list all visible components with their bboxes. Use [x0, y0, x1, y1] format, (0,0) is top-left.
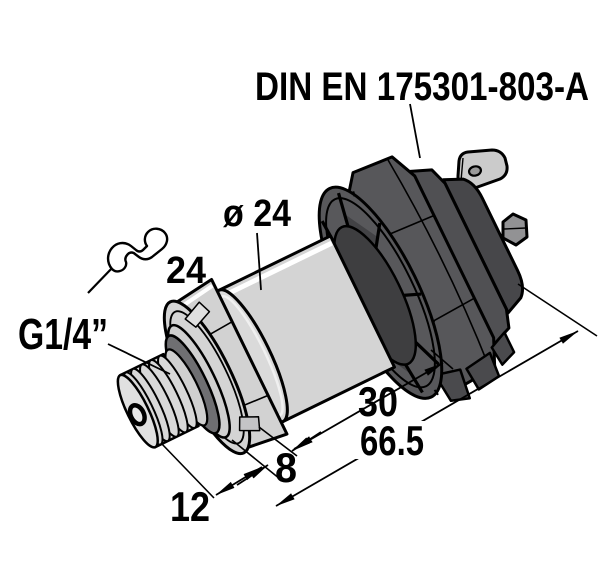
- body-diameter-label: ø 24: [223, 193, 291, 235]
- threaded-stud: [116, 352, 200, 449]
- terminal-hole: [467, 165, 483, 177]
- dim-hex-length-label: 8: [275, 444, 297, 491]
- leader-connector-standard: [409, 103, 421, 159]
- connector-back-cap: [408, 168, 525, 346]
- dim-body-length-label: 30: [358, 378, 398, 425]
- side-terminal: [501, 212, 529, 247]
- dim-thread-length-label: 12: [170, 483, 210, 530]
- total-length-label-mask: [352, 421, 432, 459]
- wrench-size-label: 24: [166, 250, 206, 292]
- leader-thread: [107, 343, 171, 375]
- dimension-lines: [215, 330, 579, 507]
- wrench-icon: [87, 227, 169, 294]
- dim-line-total-length: [275, 330, 579, 507]
- dim-line-hex-left-arrow: [236, 464, 269, 486]
- leader-diameter: [256, 232, 262, 291]
- connector-standard-label: DIN EN 175301-803-A: [255, 65, 589, 109]
- process-connection-label: G1/4”: [18, 310, 108, 359]
- dim-line-thread-length: [215, 466, 263, 496]
- dim-total-length-label: 66.5: [360, 417, 424, 464]
- pressure-port-hole: [127, 403, 147, 427]
